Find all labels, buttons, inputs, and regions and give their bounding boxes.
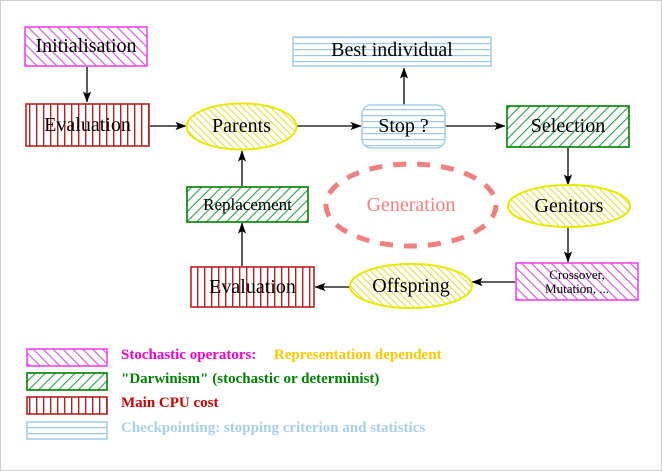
legend-label-stochastic-secondary: Representation dependent xyxy=(273,347,442,363)
node-stop[interactable] xyxy=(361,104,446,149)
node-evaluation-top[interactable] xyxy=(25,103,150,147)
node-best-individual[interactable] xyxy=(292,36,492,67)
legend-swatch-darwinism xyxy=(26,372,108,391)
node-generation xyxy=(323,161,499,249)
node-initialisation[interactable] xyxy=(24,26,148,67)
node-evaluation-bottom[interactable] xyxy=(190,266,315,308)
legend-label-cpu: Main CPU cost xyxy=(121,395,219,411)
node-offspring[interactable] xyxy=(349,263,473,309)
legend-label-checkpoint: Checkpointing: stopping criterion and st… xyxy=(121,420,426,436)
legend-label-stochastic-primary: Stochastic operators: xyxy=(121,347,257,363)
node-crossover[interactable] xyxy=(515,262,639,301)
legend-swatch-cpu xyxy=(26,396,108,415)
legend-row-stochastic: Stochastic operators: Representation dep… xyxy=(121,347,442,364)
legend-swatch-stochastic xyxy=(26,348,108,367)
node-selection[interactable] xyxy=(506,105,630,148)
legend-row-cpu: Main CPU cost xyxy=(121,395,219,412)
legend-row-darwinism: "Darwinism" (stochastic or determinist) xyxy=(121,371,379,388)
edge-layer xyxy=(82,67,573,292)
legend-label-darwinism: "Darwinism" (stochastic or determinist) xyxy=(121,371,380,387)
node-genitors[interactable] xyxy=(507,184,631,228)
node-parents[interactable] xyxy=(185,102,298,151)
legend-row-checkpoint: Checkpointing: stopping criterion and st… xyxy=(121,420,425,437)
legend-swatch-checkpoint xyxy=(26,421,108,440)
node-replacement[interactable] xyxy=(186,186,309,223)
